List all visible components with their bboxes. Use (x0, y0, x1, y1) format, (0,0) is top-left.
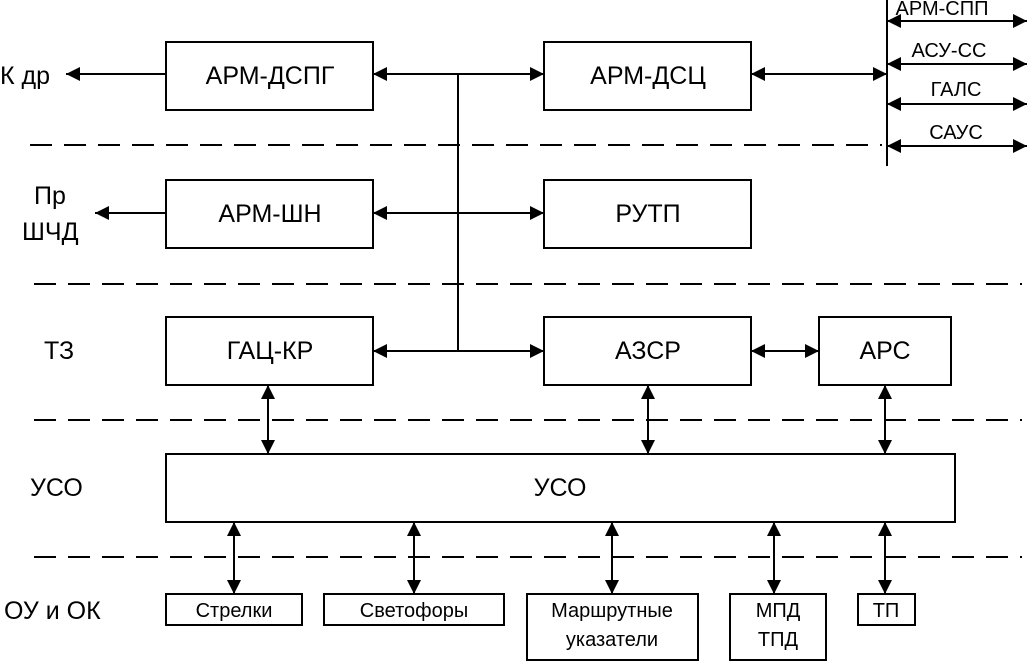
marshrutnye-label-line1: Маршрутные (551, 600, 673, 622)
level-separators (30, 144, 1022, 558)
gac-kr-label: ГАЦ-КР (227, 337, 314, 365)
svetofory-label: Светофоры (360, 600, 468, 622)
tpd-label: ТПД (758, 629, 799, 651)
mpd-label: МПД (756, 600, 801, 622)
arm-dspg-label: АРМ-ДСПГ (206, 62, 335, 90)
arm-dspg-box (165, 41, 374, 111)
rutp-box (543, 179, 752, 249)
pr-label: Пр (34, 182, 66, 210)
tz-level-label: ТЗ (44, 337, 74, 365)
arm-shn-label: АРМ-ШН (218, 200, 321, 228)
arm-spp-label: АРМ-СПП (896, 0, 989, 20)
svetofory-box (323, 593, 505, 626)
ars-box (818, 316, 952, 386)
marshrutnye-box (526, 593, 699, 661)
mpd-tpd-box (729, 593, 827, 661)
azsr-label: АЗСР (615, 337, 681, 365)
tp-box (857, 593, 916, 626)
tp-label: ТП (873, 600, 900, 622)
rutp-label: РУТП (615, 200, 680, 228)
uso-box-label: УСО (534, 474, 587, 502)
asu-ss-label: АСУ-СС (912, 40, 987, 62)
shchd-label: ШЧД (22, 218, 79, 246)
azsr-box (543, 316, 752, 386)
uso-box (165, 453, 956, 523)
strelki-box (165, 593, 303, 626)
gals-label: ГАЛС (931, 79, 982, 101)
k-dr-label: К др (0, 62, 50, 90)
arm-dsc-box (543, 41, 752, 111)
arm-dsc-label: АРМ-ДСЦ (590, 62, 706, 90)
gac-kr-box (165, 316, 374, 386)
ars-label: АРС (859, 337, 910, 365)
marshrutnye-label-line2: указатели (566, 629, 658, 651)
arm-shn-box (165, 179, 374, 249)
strelki-label: Стрелки (196, 600, 273, 622)
saus-label: САУС (929, 122, 983, 144)
ou-ok-level-label: ОУ и ОК (4, 597, 101, 625)
uso-level-label: УСО (30, 474, 83, 502)
